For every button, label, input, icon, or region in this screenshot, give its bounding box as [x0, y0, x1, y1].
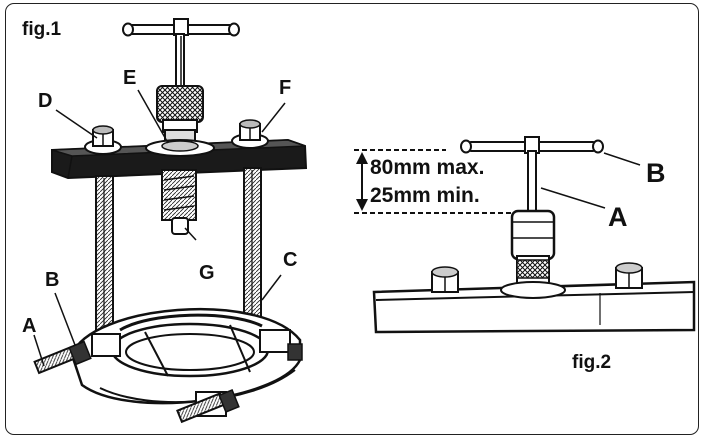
dimension-marks — [354, 149, 512, 214]
min-dimension-text: 25mm min. — [370, 184, 480, 207]
fig2-title: fig.2 — [572, 352, 612, 373]
nut-f — [231, 119, 269, 149]
forcing-screw — [161, 169, 197, 235]
fig2-leader-lines — [540, 152, 641, 209]
label-b: B — [45, 269, 60, 291]
fig2-left-nut — [431, 266, 459, 293]
label-g: G — [199, 262, 215, 284]
fig2-knurled-nut — [510, 209, 556, 285]
nut-d — [84, 125, 122, 155]
adjustment-drawing — [354, 136, 696, 334]
dimension-arrow-down — [356, 199, 368, 211]
label-e: E — [123, 67, 137, 89]
t-handle — [122, 18, 240, 91]
upper-cross-beam — [51, 119, 308, 180]
label-c: C — [283, 249, 298, 271]
fig2-t-handle — [460, 136, 604, 214]
label-a: A — [22, 315, 37, 337]
label-f: F — [279, 77, 292, 99]
label-d: D — [38, 90, 53, 112]
fig1-title: fig.1 — [22, 19, 62, 40]
dimension-arrow-up — [356, 152, 368, 164]
figure-frame — [5, 3, 699, 435]
clamp-ring — [70, 307, 302, 417]
fig2-cross-beam — [372, 262, 696, 334]
fig2-right-nut — [615, 262, 643, 289]
clamp-bolts — [33, 340, 303, 424]
fig1-leader-lines — [33, 89, 286, 367]
max-dimension-text: 80mm max. — [370, 156, 485, 179]
fig2-label-b: B — [646, 158, 666, 188]
bearing-puller-drawing — [33, 18, 308, 424]
fig2-label-a: A — [608, 202, 628, 232]
